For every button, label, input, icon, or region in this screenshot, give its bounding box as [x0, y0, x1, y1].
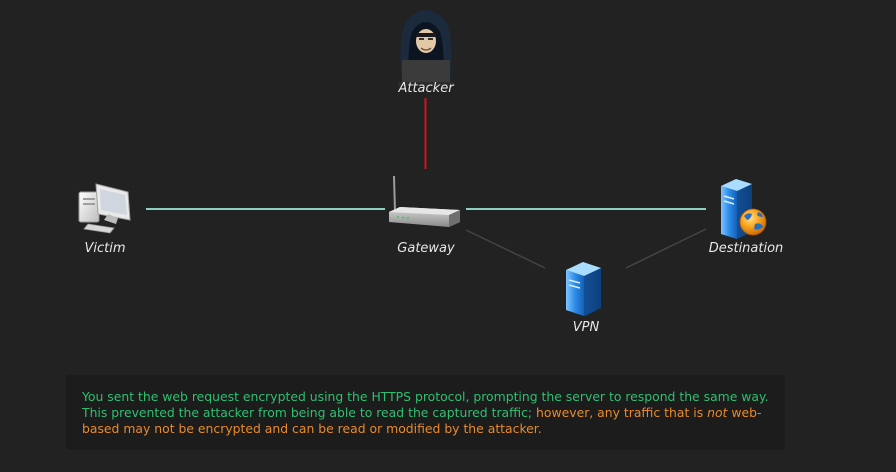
gateway-label: Gateway [397, 241, 455, 256]
web-server-globe-icon [721, 179, 767, 239]
link-gateway-vpn [465, 229, 546, 269]
victim-label: Victim [84, 241, 126, 256]
result-message: You sent the web request encrypted using… [66, 375, 785, 450]
link-vpn-destination [625, 228, 707, 269]
message-warning-text-end: web-based may not be encrypted and can b… [82, 405, 762, 436]
destination-label: Destination [708, 241, 784, 256]
attacker-label: Attacker [398, 81, 454, 96]
desktop-computer-icon [78, 183, 131, 234]
router-icon [389, 175, 460, 227]
message-emphasis: not [707, 405, 728, 420]
vpn-label: VPN [572, 320, 600, 335]
hooded-hacker-icon [398, 10, 454, 86]
message-success-text: You sent the web request encrypted using… [82, 389, 769, 420]
message-warning-text: however, any traffic that is [532, 405, 708, 420]
server-icon [566, 262, 601, 316]
